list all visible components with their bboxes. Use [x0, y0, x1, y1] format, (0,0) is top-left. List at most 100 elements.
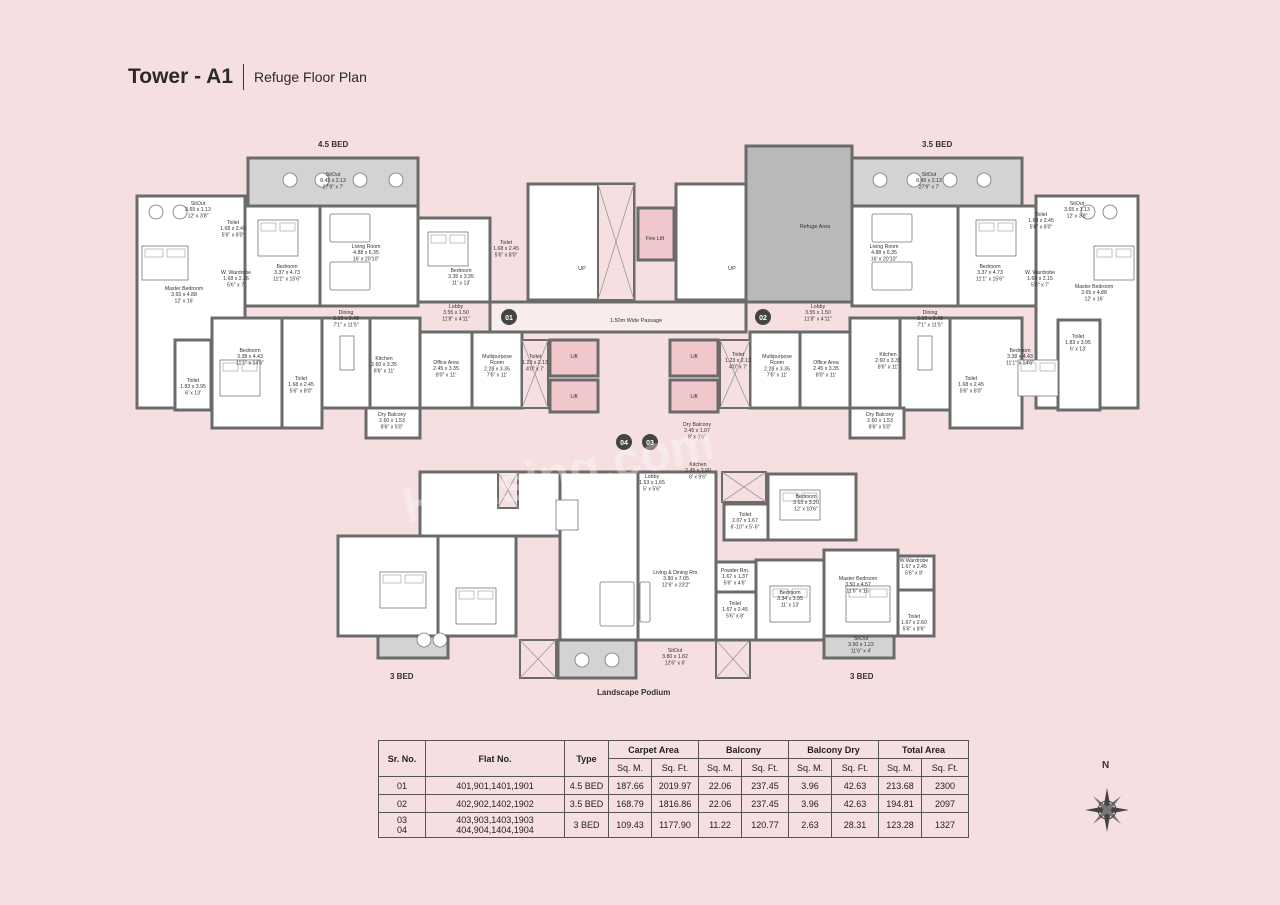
cell-value: 11.22	[698, 812, 742, 838]
cell-value: 2300	[921, 776, 969, 795]
stair-up-label: UP	[578, 266, 586, 272]
room-label-line: 1.67 x 2.45	[901, 564, 927, 570]
room-label-line: 11'8" x 4'11"	[804, 316, 832, 322]
cell-value: 237.45	[741, 776, 789, 795]
fire-lift	[636, 206, 676, 262]
cell-sr: 02	[378, 794, 426, 813]
room-label-line: 3.34 x 3.95	[777, 596, 803, 602]
cell-value: 42.63	[831, 794, 879, 813]
room-label-line: Toilet	[732, 352, 745, 358]
room-label-line: Living Room	[352, 244, 381, 250]
flat-tag	[616, 434, 632, 450]
room-label-line: 3.65 x 4.88	[1081, 290, 1107, 296]
cell-value: 3.96	[788, 776, 832, 795]
col-total: Total Area	[878, 740, 969, 759]
cell-value: 1327	[921, 812, 969, 838]
room-label-line: Lobby	[449, 304, 464, 310]
room-label-line: 5'6" x 8'	[726, 613, 744, 619]
compass-rose-icon	[1085, 788, 1129, 832]
room-label-line: Dry Balcony	[683, 422, 711, 428]
room-label-line: 3.50 x 1.22	[848, 642, 874, 648]
cell-value: 1177.90	[651, 812, 699, 838]
room-label-line: 3.37 x 4.73	[274, 270, 300, 276]
room-label-line: 5'6" x 7'	[227, 282, 245, 288]
room-label-line: Toilet	[739, 512, 752, 518]
refuge-label: Refuge Area	[800, 224, 832, 230]
room-label-line: 7'1" x 11'5"	[333, 322, 358, 328]
room-label-line: Dining	[923, 310, 938, 316]
room-label-line: Kitchen	[375, 356, 392, 362]
room-label-line: SitOut	[326, 172, 341, 178]
room-label-line: 12' x 3'8"	[188, 213, 209, 219]
room-label-line: 1.68 x 2.45	[1028, 218, 1054, 224]
pillow-icon	[1020, 362, 1037, 372]
chair-icon	[906, 172, 922, 188]
pillow-icon	[801, 492, 818, 502]
room-label-line: 1.53 x 1.65	[639, 480, 665, 486]
sub-header: Sq. Ft.	[741, 758, 789, 777]
plan-subtitle: Refuge Floor Plan	[254, 69, 367, 85]
room-label-line: Dry Balcony	[866, 412, 894, 418]
toilet-right-3	[1056, 318, 1102, 412]
room-label-line: Toilet	[1072, 334, 1085, 340]
kitchen-bottom-left	[418, 470, 562, 538]
sub-header: Sq. M.	[608, 758, 652, 777]
cell-type: 3 BED	[564, 812, 609, 838]
chair-icon	[872, 172, 888, 188]
room-label-line: 8'6" x 5'0"	[869, 424, 892, 430]
shaft-cross	[721, 471, 767, 503]
fire-lift-label: Fire Lift	[646, 236, 665, 242]
room-label-line: Lobby	[645, 474, 660, 480]
pillow-icon	[260, 222, 277, 232]
shaft-cross	[597, 183, 635, 301]
dining-table-icon	[339, 335, 355, 371]
sitout-bottom-right	[822, 634, 896, 660]
room-label-line: W.Wardrobe	[900, 558, 929, 564]
chair-icon	[282, 172, 298, 188]
room-label-line: W. Wardrobe	[1025, 270, 1055, 276]
room-label-line: 5' x 5'6"	[643, 486, 661, 492]
cell-value: 213.68	[878, 776, 922, 795]
room-label-line: 5'6" x 4'6"	[724, 580, 747, 586]
sofa-icon	[639, 581, 651, 623]
room-label-line: 11' x 13'	[781, 602, 800, 608]
room-label-line: Toilet	[295, 376, 308, 382]
room-label-line: 2.28 x 3.35	[484, 366, 510, 372]
room-label-line: 2.45 x 3.35	[433, 366, 459, 372]
room-label-line: SitOut	[922, 172, 937, 178]
room-label-line: Kitchen	[879, 352, 896, 358]
room-label-line: Toilet	[500, 240, 513, 246]
room-label-line: 5'6" x 8'0"	[960, 388, 983, 394]
chair-icon	[314, 172, 330, 188]
page-header: Tower - A1 Refuge Floor Plan	[128, 64, 367, 90]
room-label-line: Toilet	[1035, 212, 1048, 218]
room-label-line: Living Room	[870, 244, 899, 250]
pillow-icon	[1096, 248, 1113, 258]
room-label-line: SitOut	[1070, 201, 1085, 207]
room-label-line: 11'1" x 14'6"	[1006, 360, 1034, 366]
room-label-line: 3.65 x 1.13	[185, 207, 211, 213]
toilet-left-3	[173, 338, 213, 412]
pillow-icon	[166, 248, 186, 258]
room-label-line: Living & Dining Rm.	[653, 570, 699, 576]
room-label-line: 5'6" x 8'0"	[1030, 224, 1053, 230]
room-label-line: Master Bedroom	[839, 576, 877, 582]
pillow-icon	[404, 574, 424, 584]
cell-value: 194.81	[878, 794, 922, 813]
room-label-line: Dining	[339, 310, 354, 316]
passage	[488, 300, 748, 334]
room-label-line: 2.60 x 3.35	[371, 362, 397, 368]
room-label-line: 7'6" x 11'	[487, 373, 507, 379]
room-label-line: 2.45 x 2.90	[685, 468, 711, 474]
